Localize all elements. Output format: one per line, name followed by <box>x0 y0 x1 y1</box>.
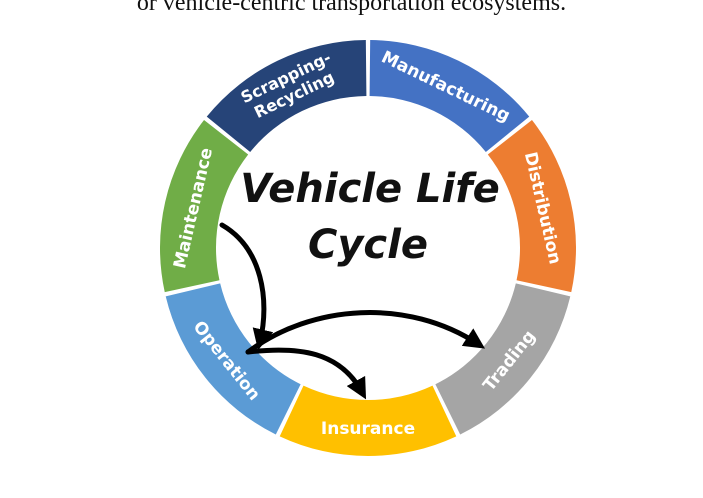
flow-arrows <box>219 222 486 400</box>
stage-segment-maintenance <box>160 120 249 293</box>
stage-segment-scrapping-recycling <box>206 40 367 152</box>
arrow-operation-to-insurance <box>245 347 367 400</box>
center-title: Vehicle Life Cycle <box>240 166 500 268</box>
stage-segment-trading <box>435 283 571 435</box>
stage-ring <box>160 40 576 456</box>
stage-label-line: Insurance <box>321 419 415 439</box>
arrow-maintenance-to-operation <box>219 222 274 351</box>
arrow-operation-to-trading <box>245 310 486 355</box>
stage-segment-manufacturing <box>369 40 530 152</box>
stage-label-insurance: Insurance <box>321 419 415 439</box>
stage-segment-insurance <box>279 385 457 456</box>
center-title-line-1: Vehicle Life <box>240 166 500 212</box>
stage-segment-distribution <box>487 120 576 293</box>
stage-segment-operation <box>165 283 301 435</box>
figure-caption: or vehicle-centric transportation ecosys… <box>136 0 567 16</box>
center-title-line-2: Cycle <box>308 222 428 268</box>
